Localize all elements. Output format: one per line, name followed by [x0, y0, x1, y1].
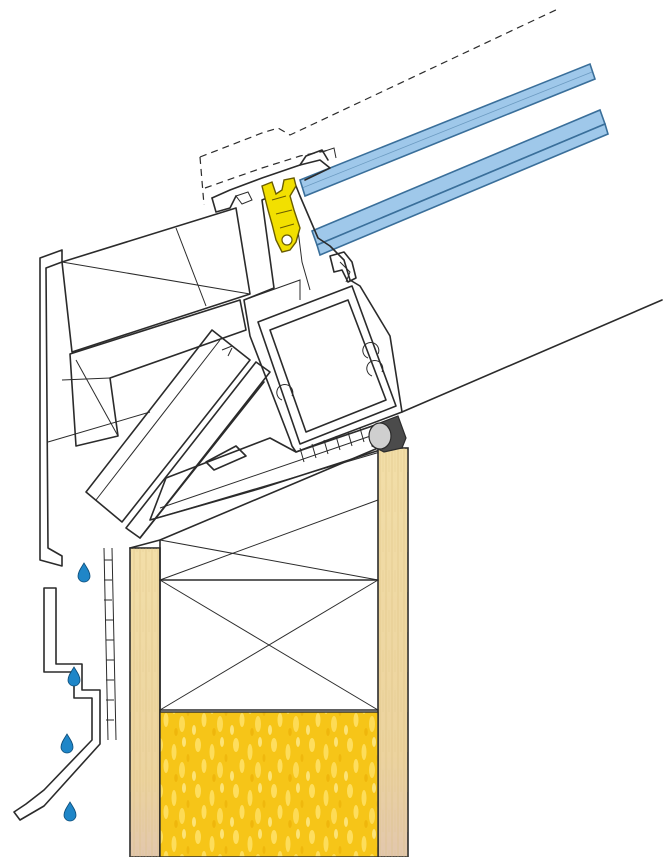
water-drop-icon [67, 666, 81, 687]
water-drop-icon [63, 801, 77, 822]
flashing-sheet [85, 329, 271, 539]
water-drop-icon [60, 733, 74, 754]
water-drop-icon [77, 562, 91, 583]
glazing-bar-cap [211, 147, 337, 213]
glazing-panel-upper [299, 62, 596, 198]
foam-seal [368, 415, 407, 453]
support-bracket [149, 419, 391, 521]
glazing-panel-lower [310, 108, 609, 257]
eaves-beam [61, 207, 251, 447]
dashed-outline [199, 7, 561, 206]
gutter [13, 547, 117, 821]
glazing-gasket [261, 177, 301, 253]
timber-wall-frame [129, 447, 409, 857]
lower-clip [329, 251, 357, 283]
fascia-board [39, 249, 151, 567]
insulation [159, 711, 379, 857]
soffit-line [401, 299, 663, 413]
